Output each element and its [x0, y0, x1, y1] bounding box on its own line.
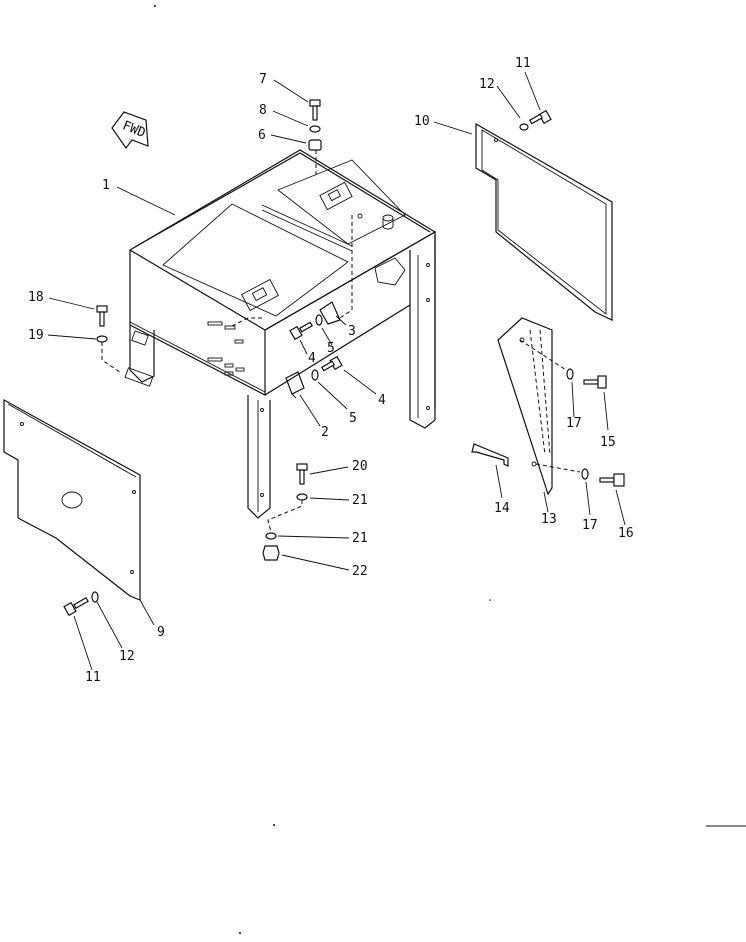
fwd-arrow-tag: FWD	[111, 111, 149, 150]
washer-21a	[296, 493, 308, 501]
washer-12-bottom	[91, 591, 99, 603]
callout-5a: 5	[327, 341, 335, 356]
washer-12-top	[519, 123, 529, 131]
callout-12-top: 12	[479, 77, 495, 92]
washer-19	[96, 335, 108, 343]
callout-19: 19	[28, 328, 44, 343]
washer-5b	[311, 369, 319, 381]
small-bracket	[471, 443, 509, 467]
bolt-16	[599, 473, 625, 487]
scan-marks	[154, 5, 746, 934]
side-panel-left	[3, 398, 141, 601]
canopy-frame	[124, 149, 437, 519]
callout-11-bottom: 11	[85, 670, 101, 685]
bolt-15	[583, 375, 607, 389]
callout-2: 2	[321, 425, 329, 440]
bolt-4b	[320, 355, 343, 372]
callout-1: 1	[102, 178, 110, 193]
side-panel-right	[475, 122, 613, 321]
callout-12-bottom: 12	[119, 649, 135, 664]
callout-4a: 4	[308, 351, 316, 366]
bolt-11-top	[528, 109, 552, 125]
callout-13: 13	[541, 512, 557, 527]
nut-22	[262, 545, 280, 561]
bolt-20	[296, 463, 308, 485]
callout-22: 22	[352, 564, 368, 579]
callout-4b: 4	[378, 393, 386, 408]
bolt-4a	[289, 321, 314, 341]
washer-17a	[566, 368, 574, 380]
callout-18: 18	[28, 290, 44, 305]
callout-9: 9	[157, 625, 165, 640]
callout-17b: 17	[582, 518, 598, 533]
bracket-3	[319, 301, 341, 325]
callout-11-top: 11	[515, 56, 531, 71]
leader-lines	[47, 71, 626, 671]
cap-6	[308, 139, 322, 151]
callout-3: 3	[348, 324, 356, 339]
fwd-label: FWD	[120, 118, 148, 141]
callout-10: 10	[414, 114, 430, 129]
callout-15: 15	[600, 435, 616, 450]
callout-7: 7	[259, 72, 267, 87]
callout-20: 20	[352, 459, 368, 474]
callout-14: 14	[494, 501, 510, 516]
callout-17a: 17	[566, 416, 582, 431]
front-label-markings	[207, 321, 245, 376]
callout-8: 8	[259, 103, 267, 118]
bolt-18	[96, 305, 108, 327]
washer-5a	[315, 314, 323, 326]
callout-5b: 5	[349, 411, 357, 426]
bolt-11-bottom	[63, 596, 89, 617]
callout-21a: 21	[352, 493, 368, 508]
washer-17b	[581, 468, 589, 480]
washer-8	[309, 125, 321, 133]
washer-21b	[265, 532, 277, 540]
callout-numbers: 1 2 3 4 4 5 5 6 7 8 9 10 11 11 12 12 13 …	[28, 56, 634, 685]
callout-21b: 21	[352, 531, 368, 546]
bracket-2	[285, 371, 305, 399]
callout-6: 6	[258, 128, 266, 143]
bolt-7	[309, 99, 321, 121]
callout-16: 16	[618, 526, 634, 541]
bracket-plate	[497, 317, 553, 496]
